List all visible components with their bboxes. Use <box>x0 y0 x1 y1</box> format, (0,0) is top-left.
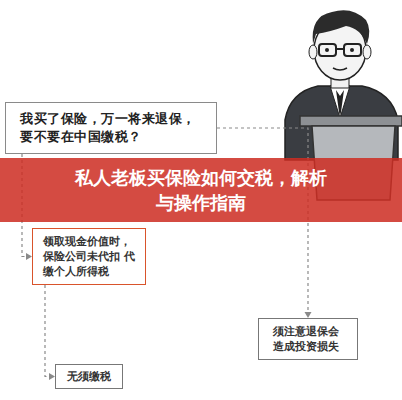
box-text: 领取现金价值时， 保险公司未代扣 代缴个人所得税 <box>43 234 135 279</box>
dashed-connector <box>217 128 312 318</box>
dashed-connector <box>45 285 55 380</box>
process-box: 我买了保险，万一将来退保， 要不要在中国缴税？ <box>5 102 217 154</box>
title-banner: 私人老板买保险如何交税，解析 与操作指南 <box>0 158 402 222</box>
title-text: 私人老板买保险如何交税，解析 与操作指南 <box>70 165 332 215</box>
box-text: 无须缴税 <box>64 369 114 384</box>
process-box: 领取现金价值时， 保险公司未代扣 代缴个人所得税 <box>32 228 146 285</box>
box-text: 我买了保险，万一将来退保， 要不要在中国缴税？ <box>20 110 202 146</box>
box-text: 须注意退保会 造成投资损失 <box>273 324 343 354</box>
process-box: 无须缴税 <box>55 364 123 389</box>
process-box: 须注意退保会 造成投资损失 <box>258 318 358 360</box>
